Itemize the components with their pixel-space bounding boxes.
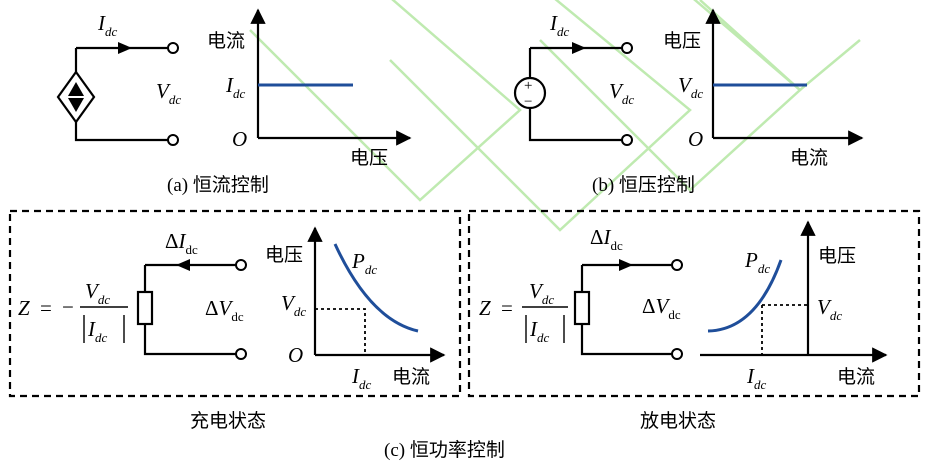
- x-axis-label: 电流: [392, 366, 430, 388]
- resistor-icon: [573, 290, 591, 326]
- graph-b: 电压 电流 Vdc O: [663, 8, 864, 169]
- terminal-icon: [671, 259, 683, 271]
- curve-label: Pdc: [351, 249, 377, 277]
- delta-voltage-label: ΔVdc: [205, 296, 244, 324]
- current-label: Idc: [549, 11, 570, 39]
- graph-charging: 电压 电流 Pdc Vdc Idc O: [265, 226, 446, 392]
- circuit-charging: ΔIdc ΔVdc Z = − Vdc Idc: [18, 229, 247, 360]
- i-tick-label: Idc: [746, 364, 767, 392]
- svg-text:Idc: Idc: [87, 317, 108, 345]
- terminal-icon: [167, 42, 179, 54]
- graph-a: 电流 电压 Idc O: [207, 8, 412, 169]
- delta-voltage-label: ΔVdc: [642, 294, 681, 322]
- panel-b: + − Idc Vdc 电压 电流 Vdc O (b) 恒压控制: [513, 8, 864, 196]
- svg-text:Z: Z: [18, 296, 30, 320]
- graph-discharging: 电压 电流 Pdc Vdc Idc: [700, 220, 888, 392]
- impedance-formula: Z = Vdc Idc: [479, 279, 568, 345]
- voltage-label: Vdc: [156, 79, 181, 107]
- impedance-formula: Z = − Vdc Idc: [18, 279, 128, 345]
- voltage-label: Vdc: [609, 79, 634, 107]
- v-tick-label: Vdc: [281, 291, 306, 319]
- dependent-current-source-icon: [56, 70, 96, 124]
- discharging-box: [467, 209, 921, 398]
- power-curve: [707, 259, 783, 333]
- current-label: Idc: [97, 11, 118, 39]
- caption-a: (a) 恒流控制: [167, 174, 269, 196]
- origin-label: O: [288, 343, 303, 367]
- current-arrow-icon: [619, 259, 633, 271]
- origin-label: O: [232, 127, 247, 151]
- caption-c: (c) 恒功率控制: [384, 439, 505, 461]
- y-axis-label: 电压: [663, 30, 701, 52]
- v-tick-label: Vdc: [817, 295, 842, 323]
- panel-c-discharging: ΔIdc ΔVdc Z = Vdc Idc 电压 电流 Pdc Vdc Idc …: [467, 209, 921, 432]
- terminal-icon: [235, 348, 247, 360]
- charging-box: [8, 209, 462, 398]
- delta-current-label: ΔIdc: [165, 229, 198, 257]
- terminal-icon: [621, 42, 633, 54]
- x-axis-label: 电流: [790, 147, 828, 169]
- caption-b: (b) 恒压控制: [592, 174, 695, 196]
- y-axis-label: 电压: [818, 245, 856, 267]
- circuit-discharging: ΔIdc ΔVdc Z = Vdc Idc: [479, 225, 683, 360]
- svg-text:Z: Z: [479, 296, 491, 320]
- svg-text:Vdc: Vdc: [529, 279, 554, 307]
- terminal-icon: [167, 134, 179, 146]
- svg-text:−: −: [524, 94, 532, 110]
- watermark: [249, 0, 861, 232]
- power-curve: [333, 243, 419, 333]
- level-label: Vdc: [678, 73, 703, 101]
- svg-text:Vdc: Vdc: [85, 279, 110, 307]
- circuit-a: Idc Vdc: [56, 11, 181, 146]
- svg-text:=: =: [501, 296, 513, 320]
- current-arrow-icon: [176, 259, 190, 271]
- circuit-b: + − Idc Vdc: [513, 11, 634, 146]
- terminal-icon: [671, 348, 683, 360]
- current-arrow-icon: [118, 42, 132, 54]
- y-axis-label: 电压: [265, 244, 303, 266]
- delta-current-label: ΔIdc: [590, 225, 623, 253]
- svg-text:=: =: [40, 296, 52, 320]
- y-axis-label: 电流: [207, 30, 245, 52]
- terminal-icon: [235, 259, 247, 271]
- x-axis-label: 电流: [837, 366, 875, 388]
- svg-text:Idc: Idc: [529, 317, 550, 345]
- svg-text:−: −: [62, 295, 74, 319]
- svg-text:+: +: [524, 78, 532, 94]
- i-tick-label: Idc: [351, 364, 372, 392]
- curve-label: Pdc: [744, 248, 770, 276]
- discharging-title: 放电状态: [640, 410, 716, 432]
- level-label: Idc: [225, 73, 246, 101]
- panel-c-charging: ΔIdc ΔVdc Z = − Vdc Idc 电压 电流 Pdc Vdc Id…: [8, 209, 462, 432]
- resistor-icon: [136, 290, 154, 326]
- origin-label: O: [688, 127, 703, 151]
- x-axis-label: 电压: [350, 147, 388, 169]
- panel-a: Idc Vdc 电流 电压 Idc O (a) 恒流控制: [56, 8, 412, 196]
- terminal-icon: [621, 134, 633, 146]
- current-arrow-icon: [572, 42, 586, 54]
- charging-title: 充电状态: [190, 410, 266, 432]
- voltage-source-icon: + −: [513, 76, 547, 110]
